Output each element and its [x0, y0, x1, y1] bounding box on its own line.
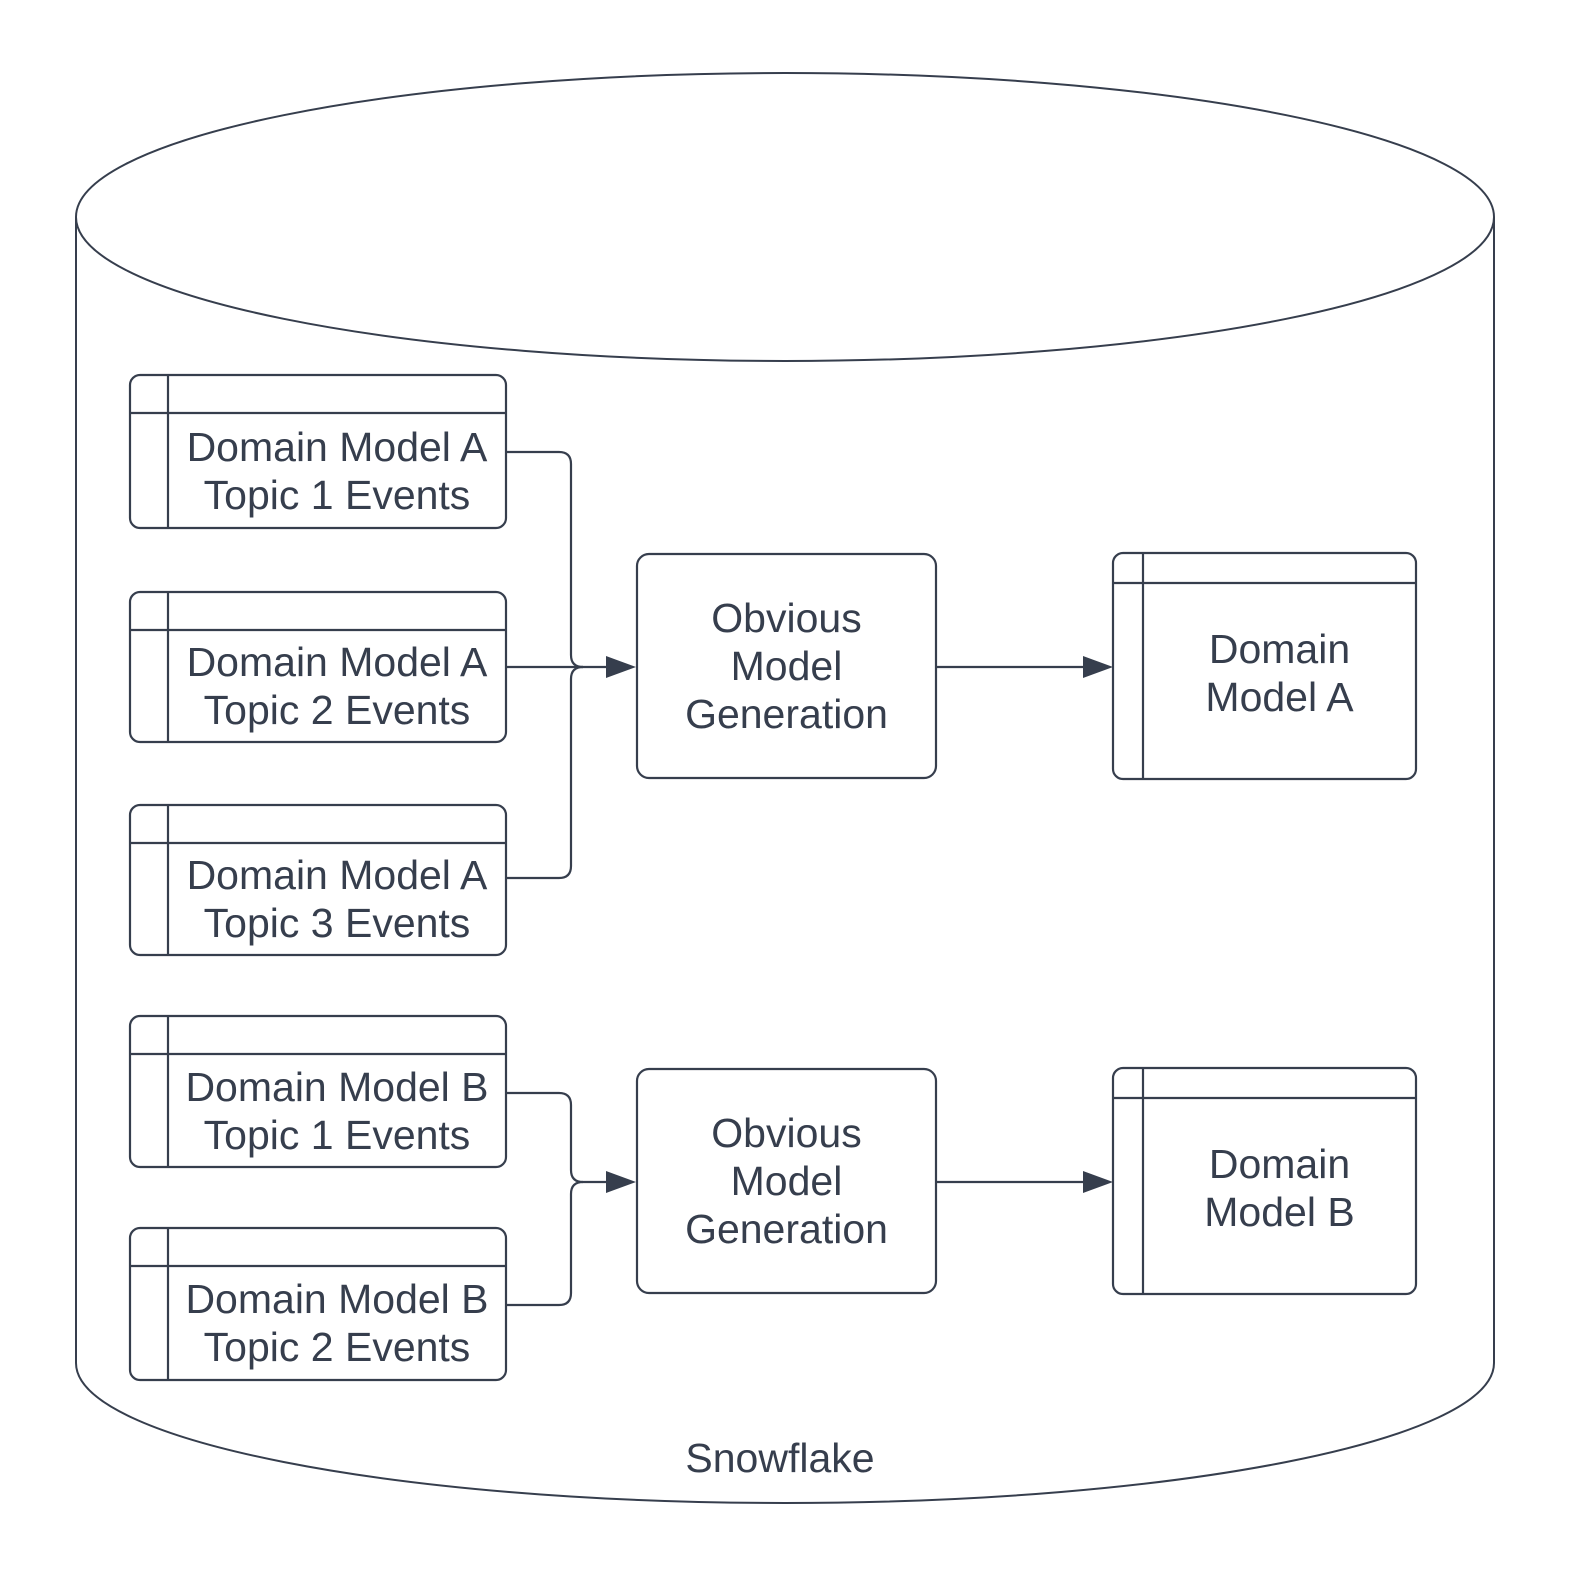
table-label-domain-model-a-output: Domain Model A [1205, 626, 1354, 720]
arrowhead-into-output-a [1083, 656, 1113, 678]
table-label-domain-model-b-topic-2: Domain Model B Topic 2 Events [185, 1276, 489, 1370]
snowflake-cylinder [75, 72, 1495, 1505]
table-shape [1111, 551, 1418, 781]
table-node-domain-model-b-output [1111, 1066, 1418, 1296]
table-label-domain-model-b-output: Domain Model B [1204, 1141, 1355, 1235]
arrowhead-into-process-b [606, 1171, 636, 1193]
table-label-domain-model-b-topic-1: Domain Model B Topic 1 Events [185, 1063, 489, 1158]
table-node-domain-model-a-topic-3 [128, 803, 508, 957]
table-label-domain-model-a-topic-1: Domain Model A Topic 1 Events [186, 423, 488, 518]
connector-b-topic2-to-process [506, 1180, 584, 1307]
process-label-obvious-model-generation-b: Obvious Model Generation [685, 1110, 888, 1252]
connector-a-topic3-to-process [506, 665, 584, 880]
cylinder-body-shape [75, 217, 1495, 1505]
table-node-domain-model-a-topic-2 [128, 590, 508, 744]
table-label-domain-model-a-topic-2: Domain Model A Topic 2 Events [186, 639, 488, 733]
cylinder-top-ellipse [75, 72, 1495, 362]
connector-a-topic1-to-process [506, 450, 584, 669]
connector-b-topic1-to-process [506, 1091, 584, 1184]
process-label-obvious-model-generation-a: Obvious Model Generation [685, 595, 888, 737]
table-node-domain-model-b-topic-1 [128, 1014, 508, 1169]
table-label-domain-model-a-topic-3: Domain Model A Topic 3 Events [186, 852, 488, 946]
arrowhead-into-output-b [1083, 1171, 1113, 1193]
table-shape [1111, 1066, 1418, 1296]
arrowhead-into-process-a [606, 656, 636, 678]
table-node-domain-model-a-output [1111, 551, 1418, 781]
cylinder-label-snowflake: Snowflake [685, 1435, 875, 1481]
